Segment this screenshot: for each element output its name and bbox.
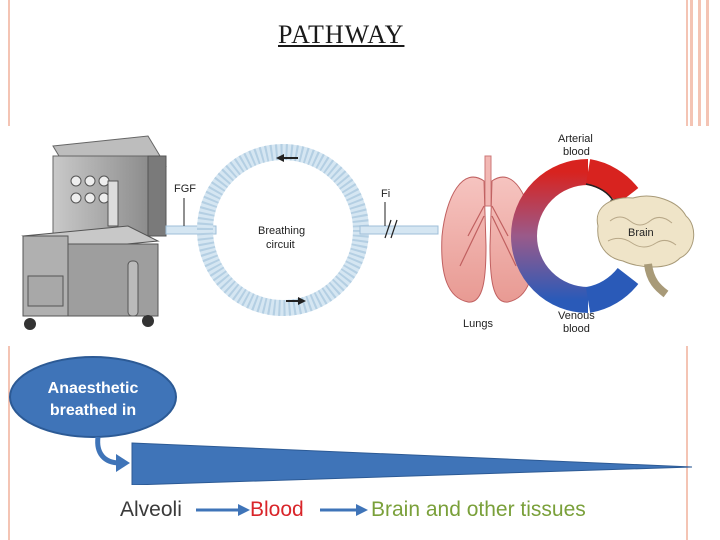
flow-arrow-2 — [320, 504, 368, 516]
venous-blood-label-line2: blood — [563, 323, 590, 335]
anaesthesia-pathway-illustration: FGF Breathing circuit Fi Lungs Arterial … — [8, 126, 710, 346]
fi-label: Fi — [381, 188, 390, 200]
slide-title: PATHWAY — [278, 20, 405, 49]
breathing-circuit-label-line2: circuit — [266, 239, 295, 251]
bubble-text-line1: Anaesthetic — [48, 380, 139, 397]
step-blood: Blood — [250, 498, 304, 521]
arterial-blood-label-line1: Arterial — [558, 133, 593, 145]
venous-blood-label-line1: Venous — [558, 310, 595, 322]
fgf-label: FGF — [174, 183, 196, 195]
anaesthesia-machine-icon — [21, 135, 167, 330]
breathing-circuit-label-line1: Breathing — [258, 225, 305, 237]
lungs-label: Lungs — [463, 318, 493, 330]
concentration-wedge — [131, 442, 693, 485]
flow-arrow-1 — [196, 504, 250, 516]
bubble-text-line2: breathed in — [50, 402, 136, 419]
frame-decoration — [690, 0, 710, 130]
blood-circulation-ring — [511, 159, 589, 313]
anaesthetic-bubble — [9, 356, 177, 438]
arterial-blood-label-line2: blood — [563, 146, 590, 158]
brain-icon — [596, 195, 695, 298]
flow-graphic: Anaesthetic breathed in — [9, 356, 693, 485]
step-brain-and-tissues: Brain and other tissues — [371, 498, 586, 521]
brain-label: Brain — [628, 227, 654, 239]
step-alveoli: Alveoli — [120, 498, 182, 521]
